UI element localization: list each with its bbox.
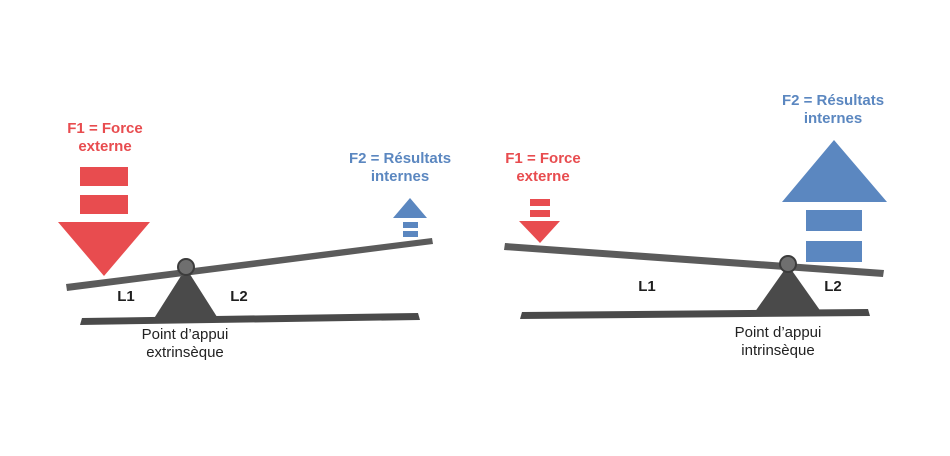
left-pivot-icon: [177, 258, 195, 276]
left-force-arrow-icon: [58, 167, 150, 276]
left-ground-bar: [80, 313, 420, 325]
left-fulcrum-triangle: [153, 268, 219, 320]
left-f2-label: F2 = Résultats internes: [348, 150, 452, 185]
right-fulcrum-triangle: [752, 265, 824, 316]
right-l1-label: L1: [638, 278, 656, 295]
right-f2-label: F2 = Résultats internes: [781, 92, 885, 127]
right-fulcrum-label: Point d’appui intrinsèque: [734, 324, 822, 359]
left-f1-label: F1 = Force externe: [67, 120, 143, 155]
right-l2-label: L2: [824, 278, 842, 295]
left-lever-beam: [66, 238, 433, 291]
right-lever-system: [504, 140, 887, 319]
left-fulcrum-label: Point d’appui extrinsèque: [141, 326, 229, 361]
left-lever-system: [58, 167, 433, 325]
left-l1-label: L1: [117, 288, 135, 305]
left-l2-label: L2: [230, 288, 248, 305]
right-pivot-icon: [779, 255, 797, 273]
right-result-arrow-icon: [782, 140, 887, 262]
left-result-arrow-icon: [393, 198, 427, 237]
right-f1-label: F1 = Force externe: [505, 150, 581, 185]
right-force-arrow-icon: [519, 199, 560, 243]
